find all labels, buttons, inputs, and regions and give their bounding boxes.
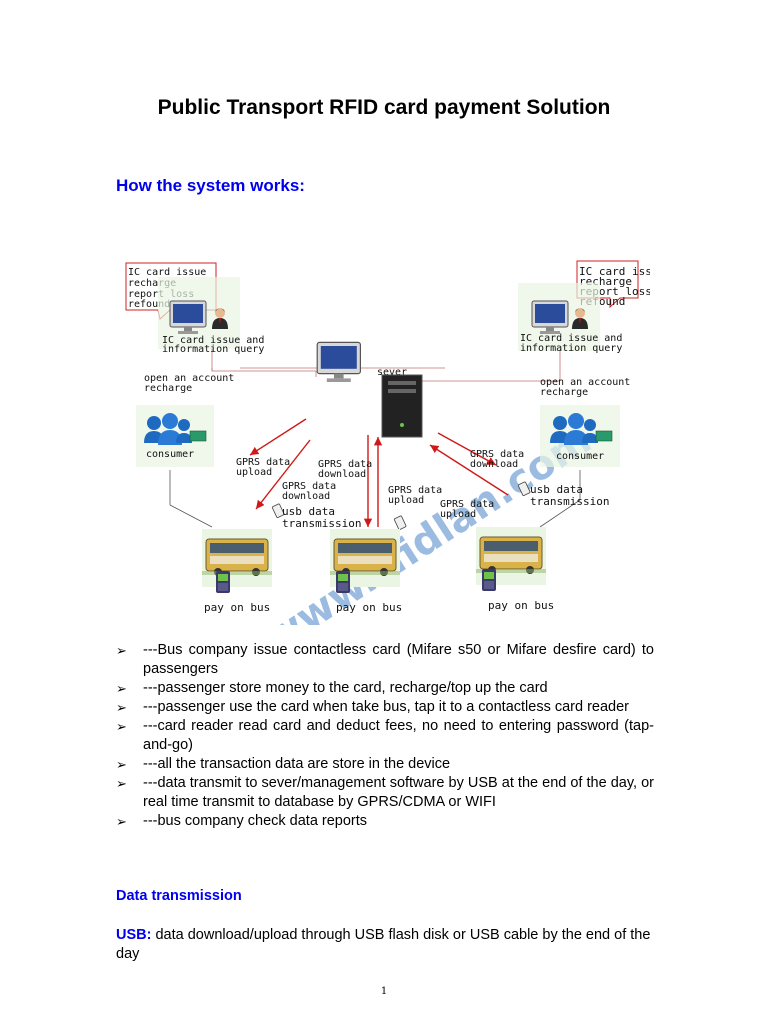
callout-line: IC card issue xyxy=(128,267,206,278)
pay-on-bus-label: pay on bus xyxy=(204,601,270,614)
consumer-label: consumer xyxy=(556,451,604,462)
usb-label: USB: xyxy=(116,927,152,943)
bullet-item: ➢---passenger use the card when take bus… xyxy=(116,699,630,715)
bullet-item: ➢---all the transaction data are store i… xyxy=(116,756,451,772)
bullet-arrow-icon: ➢ xyxy=(116,776,127,791)
flow-label: GPRS data xyxy=(282,481,336,492)
flow-label: download xyxy=(282,491,330,502)
bullet-arrow-icon: ➢ xyxy=(116,719,127,734)
bullet-arrow-icon: ➢ xyxy=(116,700,127,715)
flow-label: upload xyxy=(440,509,476,520)
usb-card-icon xyxy=(393,515,407,531)
bullet-item: ➢---passenger store money to the card, r… xyxy=(116,680,548,696)
flow-label: GPRS data xyxy=(388,485,442,496)
card-reader-icon xyxy=(216,571,230,593)
page-title: Public Transport RFID card payment Solut… xyxy=(157,96,611,119)
flow-arrow xyxy=(255,439,311,510)
flow-label: GPRS data xyxy=(318,459,372,470)
pay-on-bus-label: pay on bus xyxy=(336,601,402,614)
bullet-arrow-icon: ➢ xyxy=(116,681,127,696)
server-label: sever xyxy=(377,367,407,378)
flow-label: upload xyxy=(236,467,272,478)
station-caption: IC card issue and xyxy=(520,333,622,344)
flow-label: GPRS data xyxy=(440,499,494,510)
open-account-label: recharge xyxy=(144,383,192,394)
flow-label: usb data xyxy=(530,483,583,496)
section-heading: How the system works: xyxy=(116,176,305,195)
flow-label: transmission xyxy=(282,517,361,530)
server-monitor-icon xyxy=(316,341,362,383)
bullet-arrow-icon: ➢ xyxy=(116,757,127,772)
page-number: 1 xyxy=(380,986,388,997)
open-account-label: recharge xyxy=(540,387,588,398)
open-account-label: open an account xyxy=(540,377,630,388)
bullet-arrow-icon: ➢ xyxy=(116,814,127,829)
bullet-item: ➢---bus company check data reports xyxy=(116,813,368,829)
callout-line: recharge xyxy=(128,278,176,289)
bullet-item: ➢---card reader read card and deduct fee… xyxy=(116,718,654,753)
flow-label: download xyxy=(470,459,518,470)
pay-on-bus-label: pay on bus xyxy=(488,599,554,612)
bullet-item: ➢---Bus company issue contactless card (… xyxy=(116,642,654,677)
process-bullet-list: ➢---Bus company issue contactless card (… xyxy=(116,641,654,831)
flow-label: upload xyxy=(388,495,424,506)
flow-arrow xyxy=(429,444,509,496)
system-diagram: www.rfidlan.com IC card issue recharge r… xyxy=(125,260,650,625)
usb-text: data download/upload through USB flash d… xyxy=(116,927,651,962)
flow-label: GPRS data xyxy=(470,449,524,460)
bullet-item: ➢---data transmit to sever/management so… xyxy=(116,775,654,810)
bullet-arrow-icon: ➢ xyxy=(116,643,127,658)
flow-label: GPRS data xyxy=(236,457,290,468)
card-reader-icon xyxy=(482,569,496,591)
flow-label: transmission xyxy=(530,495,609,508)
station-caption: information query xyxy=(520,343,622,354)
callout-line: refound xyxy=(128,299,170,310)
flow-label: usb data xyxy=(282,505,335,518)
station-caption: IC card issue and xyxy=(162,335,264,346)
flow-arrow xyxy=(437,432,497,466)
open-account-label: open an account xyxy=(144,373,234,384)
card-reader-icon xyxy=(336,571,350,593)
flow-label: download xyxy=(318,469,366,480)
data-transmission-heading: Data transmission xyxy=(116,888,242,904)
callout-line: IC card issue xyxy=(579,265,650,278)
station-caption: information query xyxy=(162,344,264,355)
flow-arrow xyxy=(249,418,307,456)
consumer-label: consumer xyxy=(146,449,194,460)
bus-icon xyxy=(201,528,273,588)
usb-paragraph: USB: data download/upload through USB fl… xyxy=(116,926,656,964)
